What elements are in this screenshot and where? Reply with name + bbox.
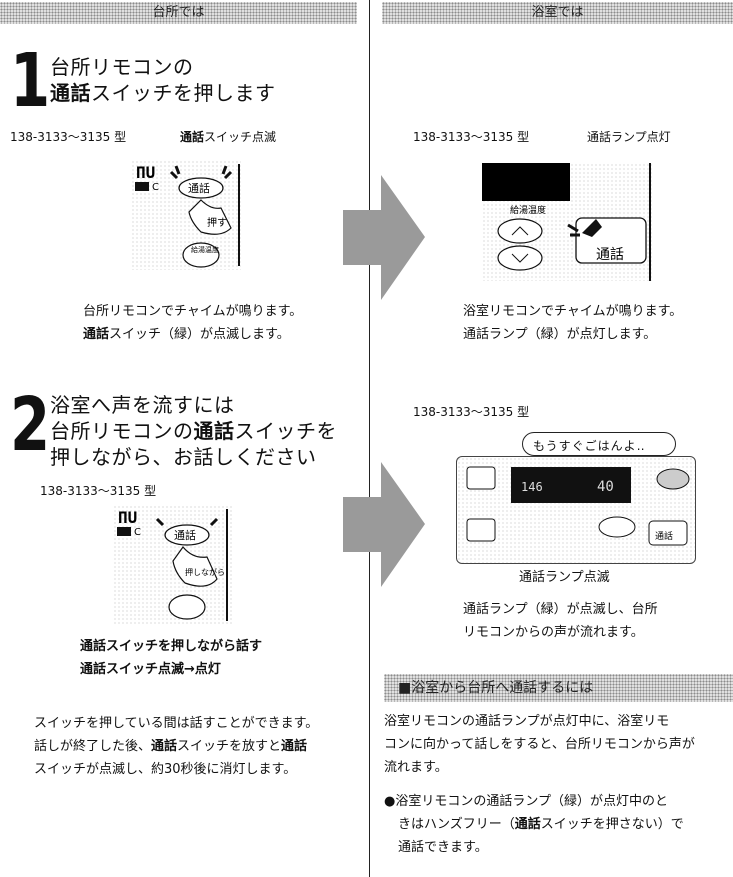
svg-text:C: C: [134, 527, 141, 538]
step-2-model: 138-3133～3135 型: [40, 484, 157, 498]
bath-desc-1: 浴室リモコンでチャイムが鳴ります。 通話ランプ（緑）が点灯します。: [463, 304, 683, 342]
svg-text:押す: 押す: [207, 216, 227, 229]
svg-text:通話: 通話: [655, 530, 673, 542]
handsfree-bullet: ●浴室リモコンの通話ランプ（緑）が点灯中のと きはハンズフリー（通話スイッチを押…: [384, 794, 684, 855]
bath-model-2: 138-3133～3135 型: [413, 405, 530, 419]
step-2-title: 浴室へ声を流すには 台所リモコンの通話スイッチを 押しながら、お話しください: [50, 393, 337, 469]
step-2-captions: 通話スイッチを押しながら話す 通話スイッチ点滅→点灯: [80, 639, 263, 677]
bath-model-1: 138-3133～3135 型: [413, 130, 530, 144]
step-1-desc: 台所リモコンでチャイムが鳴ります。 通話スイッチ（緑）が点滅します。: [83, 304, 303, 342]
svg-text:給湯温度: 給湯温度: [191, 245, 219, 254]
kitchen-remote-image-1: ΠU C 通話 押す 給湯温度: [131, 160, 241, 270]
voice-callout: もうすぐごはんよ‥: [522, 432, 676, 456]
kitchen-remote-image-2: ΠU C 通話 押しながら: [113, 505, 233, 625]
bath-to-kitchen-body: 浴室リモコンの通話ランプが点灯中に、浴室リモ コンに向かって話しをすると、台所リ…: [384, 714, 695, 775]
svg-text:ΠU: ΠU: [118, 508, 137, 527]
step-1-status: 通話スイッチ点滅: [180, 130, 277, 144]
column-divider: [369, 0, 370, 877]
bath-remote-image-2: 146 40 通話: [456, 456, 696, 564]
step-2-number: 2: [10, 382, 51, 468]
step-1-number: 1: [10, 38, 51, 124]
arrow-right-icon-2: [343, 462, 425, 587]
svg-text:通話: 通話: [174, 528, 196, 542]
step-2-note: スイッチを押している間は話すことができます。 話しが終了した後、通話スイッチを放…: [34, 716, 319, 777]
svg-text:C: C: [152, 182, 159, 193]
bathroom-header: 浴室では: [382, 2, 733, 24]
bath-remote-image-1: 給湯温度 通話: [482, 163, 652, 281]
bath-caption-2: 通話ランプ点滅: [519, 570, 610, 585]
step-1-model: 138-3133～3135 型: [10, 130, 127, 144]
svg-text:146: 146: [521, 480, 543, 494]
kitchen-header: 台所では: [0, 2, 357, 24]
arrow-right-icon-1: [343, 175, 425, 300]
bath-to-kitchen-header: ■浴室から台所へ通話するには: [384, 674, 733, 702]
bath-status-1: 通話ランプ点灯: [587, 130, 671, 144]
bath-desc-2: 通話ランプ（緑）が点滅し、台所 リモコンからの声が流れます。: [463, 602, 658, 640]
step-1-title: 台所リモコンの 通話スイッチを押します: [50, 55, 276, 105]
svg-text:押しながら: 押しながら: [185, 567, 225, 577]
svg-text:通話: 通話: [188, 181, 210, 195]
svg-text:通話: 通話: [596, 246, 624, 263]
svg-text:給湯温度: 給湯温度: [510, 204, 546, 216]
svg-text:40: 40: [597, 479, 614, 495]
svg-text:ΠU: ΠU: [136, 163, 155, 182]
